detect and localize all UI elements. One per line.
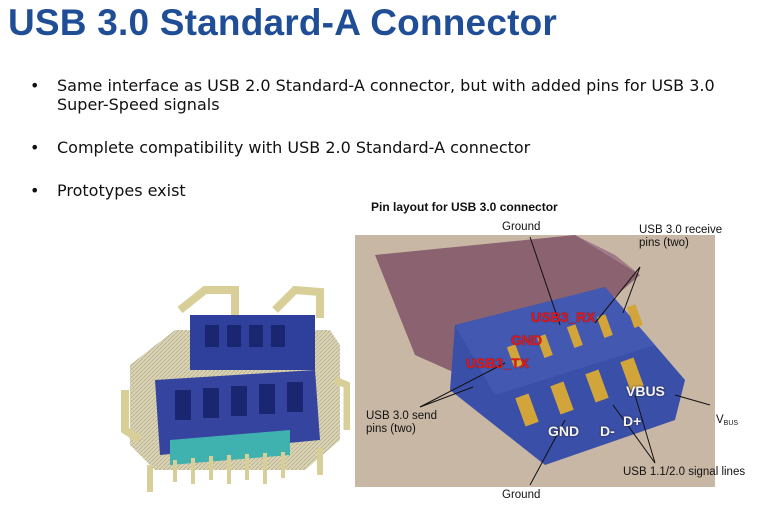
pin-label-gnd-red: GND (511, 332, 543, 348)
label-receive-line2: pins (two) (639, 237, 689, 249)
bullet-list: • Same interface as USB 2.0 Standard-A co… (30, 76, 770, 224)
base-plate (170, 430, 290, 465)
bullet-dot: • (30, 138, 40, 157)
pin-label-vbus: VBUS (626, 383, 665, 399)
bullet-dot: • (30, 76, 40, 95)
pin-label-usb3-rx: USB3_RX (531, 309, 596, 325)
bullet-text: Same interface as USB 2.0 Standard-A con… (57, 76, 715, 114)
bullet-item: • Complete compatibility with USB 2.0 Sta… (30, 138, 770, 157)
label-signal-lines: USB 1.1/2.0 signal lines (623, 466, 746, 478)
label-vbus-main: V (716, 414, 724, 426)
shell-tab (177, 286, 239, 315)
connector-cad-svg (121, 285, 351, 492)
label-ground-top: Ground (502, 221, 541, 233)
label-vbus-sub: BUS (723, 420, 739, 427)
pin-label-d-minus: D- (600, 423, 615, 439)
shell-side-tab (121, 390, 143, 444)
label-send-line1: USB 3.0 send (366, 410, 437, 422)
bullet-dot: • (30, 181, 40, 200)
shell-highlight (575, 235, 640, 275)
shell-tab (272, 285, 324, 318)
pin-layout-figure: Pin layout for USB 3.0 connector (355, 195, 773, 505)
pin-layout-title: Pin layout for USB 3.0 connector (371, 200, 558, 214)
pin-label-d-plus: D+ (623, 413, 642, 429)
connector-cad-rendering (115, 270, 351, 500)
label-ground-bottom: Ground (502, 489, 541, 501)
plug-face (455, 287, 655, 395)
bullet-item: • Same interface as USB 2.0 Standard-A co… (30, 76, 770, 114)
pin-layout-photo (355, 235, 715, 487)
pin-label-usb3-tx: USB3_TX (466, 355, 530, 371)
shell-side-tab (333, 376, 351, 430)
pin-label-gnd-white: GND (548, 423, 580, 439)
label-vbus: VBUS (716, 414, 738, 430)
label-send-line2: pins (two) (366, 423, 416, 435)
label-receive-line1: USB 3.0 receive (639, 224, 723, 236)
bullet-item: • Prototypes exist (30, 181, 770, 200)
bullet-text: Complete compatibility with USB 2.0 Stan… (57, 138, 531, 157)
bullet-text: Prototypes exist (57, 181, 186, 200)
slide-title: USB 3.0 Standard-A Connector (8, 2, 558, 43)
